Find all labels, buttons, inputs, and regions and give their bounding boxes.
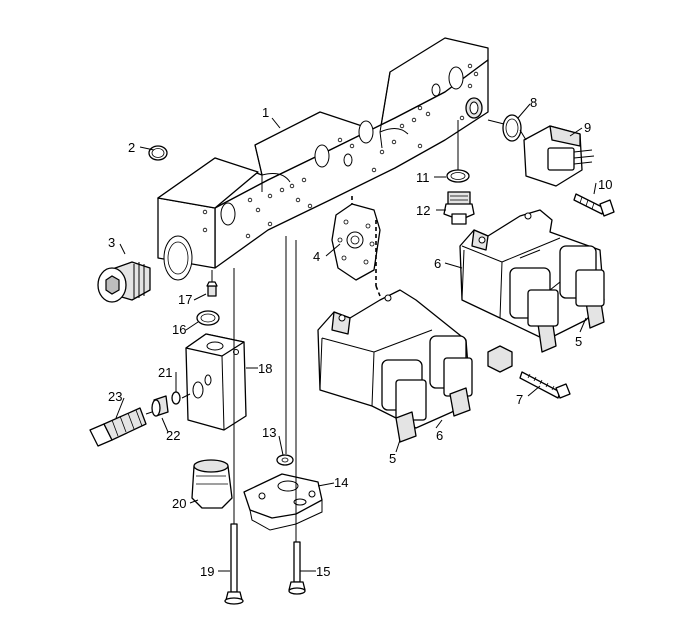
callout-15: 15 (316, 564, 330, 579)
gasket-plate-4 (331, 196, 381, 286)
nut-20 (191, 459, 233, 509)
callout-2: 2 (128, 140, 135, 155)
fitting-12 (443, 191, 475, 225)
callout-4: 4 (313, 249, 320, 264)
callout-20: 20 (172, 496, 186, 511)
callout-16: 16 (172, 322, 186, 337)
threaded-plug-3 (97, 261, 151, 303)
callout-5-upper: 5 (575, 334, 582, 349)
callout-1: 1 (262, 105, 269, 120)
o-ring-8 (502, 114, 522, 142)
bracket-14 (243, 473, 323, 531)
connector-23 (89, 407, 147, 447)
breather-17 (206, 281, 218, 297)
callout-labels: 1 2 3 4 5 5 6 6 7 8 9 10 11 12 13 14 15 … (108, 95, 612, 579)
valve-body-manifold (157, 37, 489, 281)
callout-21: 21 (158, 365, 172, 380)
o-ring-21 (171, 391, 181, 405)
callout-22: 22 (166, 428, 180, 443)
callout-13: 13 (262, 425, 276, 440)
callout-7: 7 (516, 392, 523, 407)
callout-12: 12 (416, 203, 430, 218)
bolt-15 (288, 541, 306, 595)
washer-13 (276, 454, 294, 466)
callout-17: 17 (178, 292, 192, 307)
callout-5-lower: 5 (389, 451, 396, 466)
solenoid-assembly-lower (317, 285, 473, 443)
callout-19: 19 (200, 564, 214, 579)
callout-11: 11 (416, 170, 430, 185)
callout-10: 10 (598, 177, 612, 192)
bolt-19 (224, 523, 244, 605)
callout-18: 18 (258, 361, 272, 376)
o-ring-11 (446, 169, 470, 183)
callout-6-upper: 6 (434, 256, 441, 271)
callout-14: 14 (334, 475, 348, 490)
callout-3: 3 (108, 235, 115, 250)
callout-9: 9 (584, 120, 591, 135)
valve-block-18 (185, 333, 247, 431)
o-ring-2 (148, 145, 168, 161)
callout-6-lower: 6 (436, 428, 443, 443)
spacer-and-bolt-7 (487, 345, 571, 399)
seal-22 (151, 395, 169, 417)
leader-lines (115, 103, 597, 572)
solenoid-assembly-upper (459, 209, 605, 353)
screw-10 (573, 193, 615, 217)
callout-23: 23 (108, 389, 122, 404)
o-ring-16 (196, 310, 220, 326)
callout-8: 8 (530, 95, 537, 110)
pressure-sensor-9 (523, 125, 595, 187)
